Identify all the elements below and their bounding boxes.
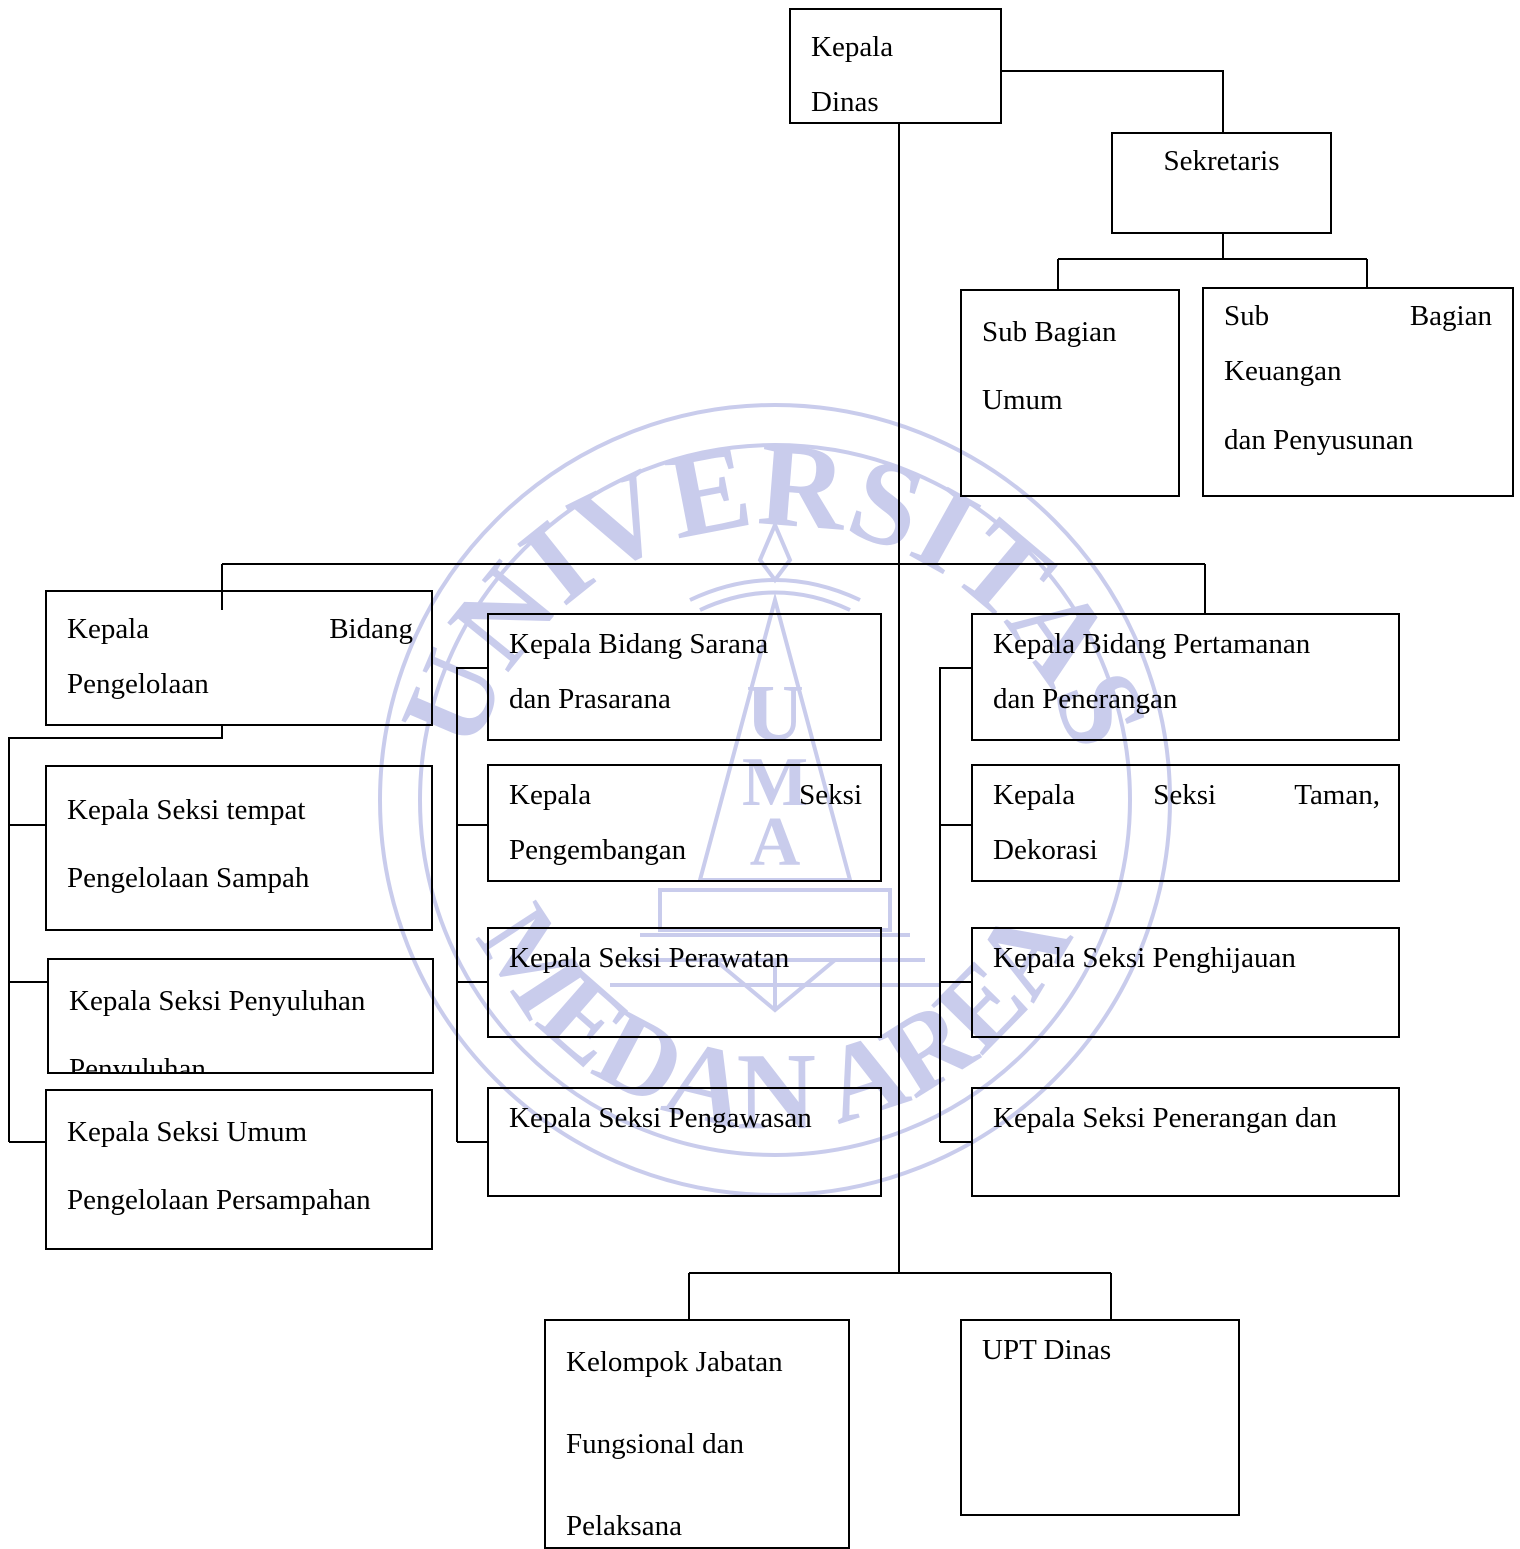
node-line: Pengelolaan (67, 668, 209, 700)
node-word: Bidang (329, 613, 413, 645)
node-line: Dinas (811, 86, 879, 118)
node-line: Pelaksana (566, 1510, 682, 1542)
node-line: Kepala Seksi Penyuluhan (69, 985, 366, 1017)
line-bottom-bus (688, 1272, 1112, 1319)
node-seksi-penerangan: Kepala Seksi Penerangan dan (971, 1087, 1400, 1197)
node-line: Fungsional dan (566, 1428, 745, 1460)
node-upt-dinas: UPT Dinas (960, 1319, 1240, 1516)
node-word: Kepala (67, 613, 150, 645)
node-line: Kepala Bidang Sarana (509, 628, 769, 660)
node-seksi-pengawasan: Kepala Seksi Pengawasan (487, 1087, 882, 1197)
node-line: Kelompok Jabatan (566, 1346, 783, 1378)
line-dinas-sekretaris (1001, 70, 1224, 132)
node-word: Sub (1224, 300, 1270, 332)
node-line: Kepala Seksi Pengawasan (509, 1102, 812, 1134)
node-line: Kepala (811, 31, 894, 63)
node-line: Kepala Seksi Perawatan (509, 942, 790, 974)
node-line: Kepala Seksi Penghijauan (993, 942, 1296, 974)
node-line: Kepala Bidang Pertamanan (993, 628, 1311, 660)
line-sekretaris-sub (1057, 233, 1368, 289)
node-line: Kepala Seksi (509, 768, 862, 823)
node-word: Kepala (509, 779, 592, 811)
node-line: Pengelolaan Persampahan (67, 1184, 371, 1216)
node-line: Dekorasi (993, 834, 1098, 866)
line-pengelolaan-branch (8, 725, 223, 1143)
node-word: Kepala (993, 779, 1076, 811)
node-line: dan Penerangan (993, 683, 1178, 715)
node-seksi-penyuluhan: Kepala Seksi Penyuluhan Penyuluhan (47, 958, 434, 1074)
node-word: Bagian (1409, 300, 1492, 332)
node-line: dan Prasarana (509, 683, 671, 715)
node-line: Sekretaris (1163, 145, 1280, 177)
node-line: Kepala Seksi Taman, (993, 768, 1380, 823)
node-line: UPT Dinas (982, 1334, 1112, 1366)
node-seksi-taman: Kepala Seksi Taman, Dekorasi (971, 764, 1400, 882)
node-line: dan Penyusunan (1224, 424, 1414, 456)
node-word: Taman, (1294, 779, 1380, 811)
line-sarana-branch (456, 667, 487, 1143)
node-line: Umum (982, 384, 1063, 416)
node-kepala-dinas: Kepala Dinas (789, 8, 1002, 124)
node-seksi-tempat-pengelolaan: Kepala Seksi tempat Pengelolaan Sampah (45, 765, 433, 931)
node-kabid-pertamanan: Kepala Bidang Pertamanan dan Penerangan (971, 613, 1400, 741)
node-seksi-pengembangan: Kepala Seksi Pengembangan (487, 764, 882, 882)
node-line: Pengembangan (509, 834, 687, 866)
node-line: Pengelolaan Sampah (67, 862, 310, 894)
node-word: Seksi (799, 779, 862, 811)
node-sekretaris: Sekretaris (1111, 132, 1332, 234)
node-kelompok-jabatan: Kelompok Jabatan Fungsional dan Pelaksan… (544, 1319, 850, 1549)
node-sub-bagian-keuangan: Sub Bagian Keuangan dan Penyusunan (1202, 287, 1514, 497)
node-word: Seksi (1153, 779, 1217, 811)
node-line: Penyuluhan (69, 1053, 206, 1074)
node-sub-bagian-umum: Sub Bagian Umum (960, 289, 1180, 497)
node-kabid-pengelolaan: Kepala Bidang Pengelolaan (45, 590, 433, 726)
node-line: Kepala Seksi tempat (67, 794, 306, 826)
node-line: Kepala Seksi Umum (67, 1116, 308, 1148)
node-seksi-perawatan: Kepala Seksi Perawatan (487, 927, 882, 1038)
node-line: Kepala Seksi Penerangan dan (993, 1102, 1337, 1134)
node-line: Keuangan (1224, 355, 1342, 387)
node-line: Sub Bagian (1224, 289, 1492, 344)
node-kabid-sarana: Kepala Bidang Sarana dan Prasarana (487, 613, 882, 741)
node-line: Sub Bagian (982, 316, 1117, 348)
line-bidang-bus (221, 563, 1206, 613)
node-seksi-penghijauan: Kepala Seksi Penghijauan (971, 927, 1400, 1038)
node-line: Kepala Bidang (67, 602, 413, 657)
line-pertamanan-branch (939, 667, 971, 1143)
node-seksi-umum-persampahan: Kepala Seksi Umum Pengelolaan Persampaha… (45, 1089, 433, 1250)
